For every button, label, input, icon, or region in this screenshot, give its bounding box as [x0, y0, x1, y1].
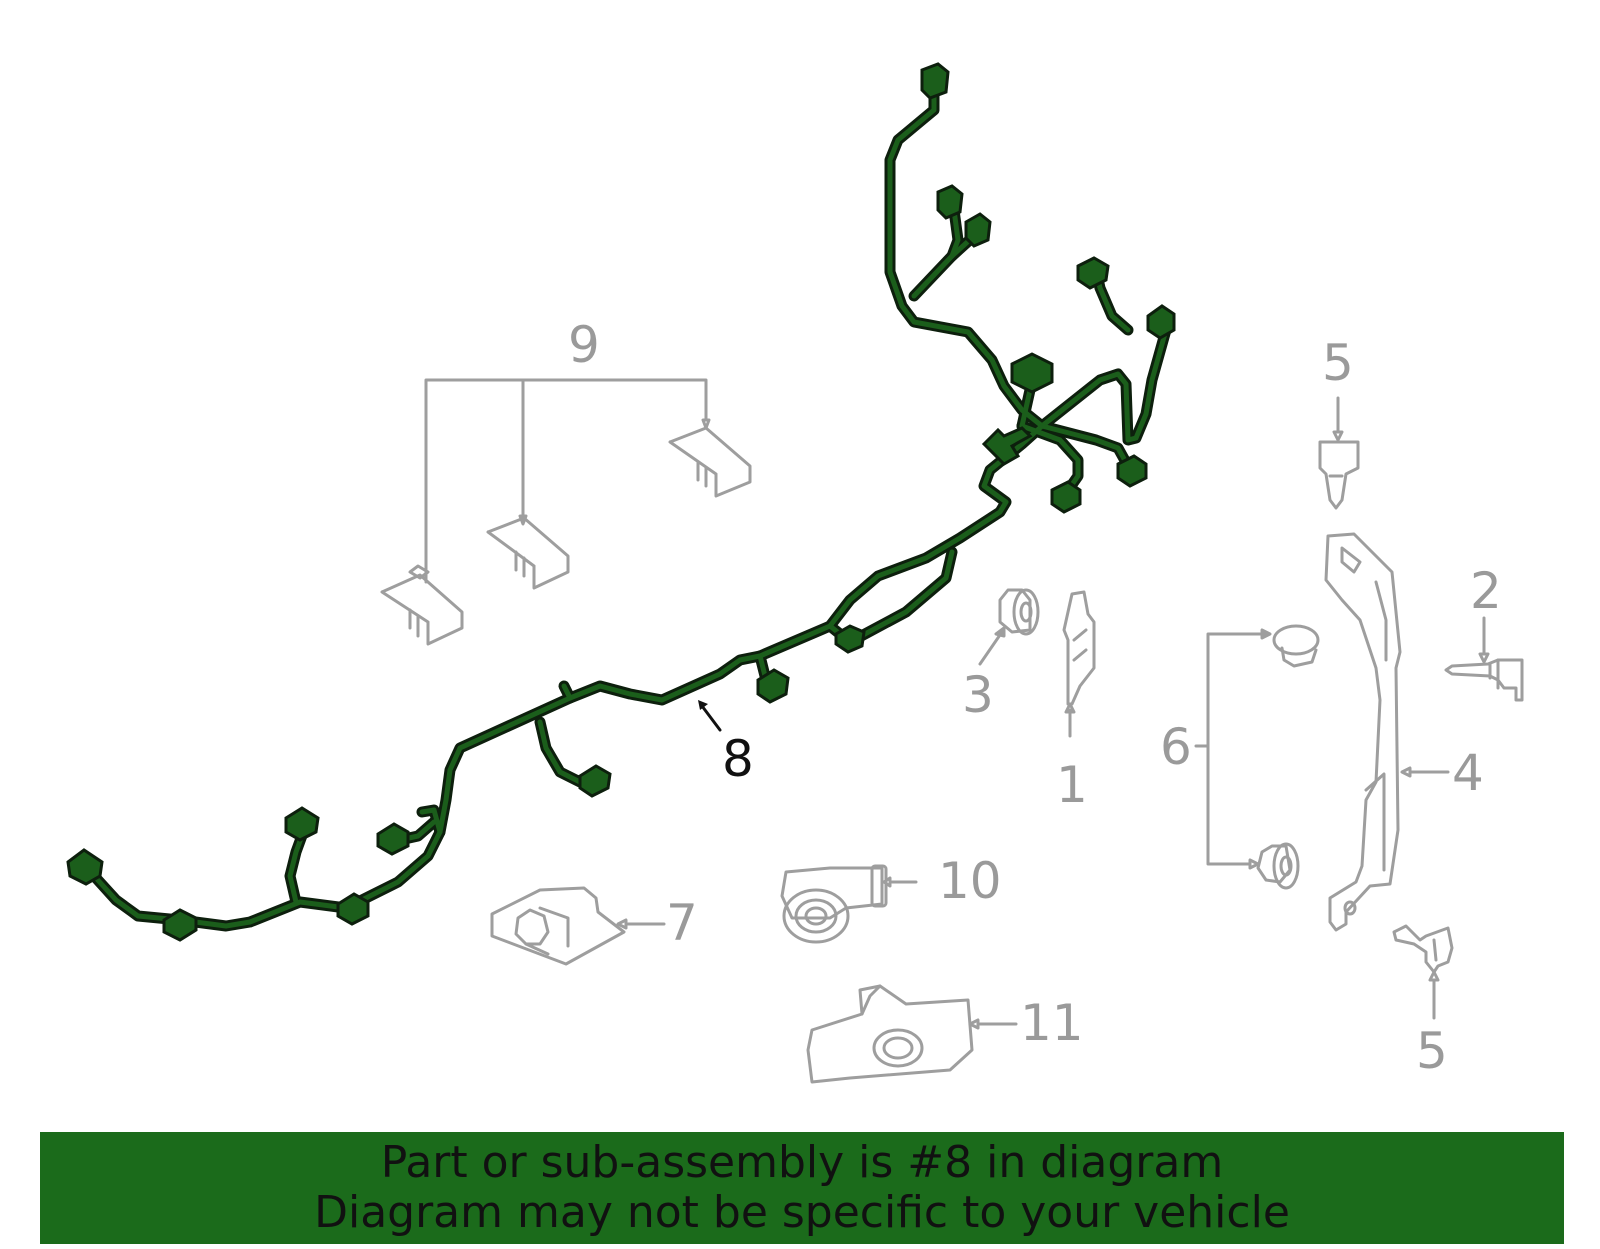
part-4-bracket — [1324, 532, 1450, 932]
callout-7: 7 — [666, 894, 698, 952]
callout-10: 10 — [938, 852, 1002, 910]
part-10-sensor — [780, 864, 918, 944]
callout-9: 9 — [568, 316, 600, 374]
part-5-clip-top — [1318, 396, 1360, 510]
callout-11: 11 — [1020, 994, 1084, 1052]
part-11-bezel — [806, 984, 1018, 1084]
info-banner: Part or sub-assembly is #8 in diagram Di… — [40, 1132, 1564, 1244]
callout-1: 1 — [1056, 756, 1088, 814]
callout-3: 3 — [962, 666, 994, 724]
part-6-nuts — [1194, 624, 1320, 890]
part-3-nut — [978, 588, 1040, 666]
callout-2: 2 — [1470, 562, 1502, 620]
callout-4: 4 — [1452, 744, 1484, 802]
callout-5-top: 5 — [1322, 334, 1354, 392]
banner-line-disclaimer: Diagram may not be specific to your vehi… — [314, 1187, 1290, 1238]
callout-8: 8 — [722, 730, 754, 788]
callout-6: 6 — [1160, 718, 1192, 776]
part-7-module — [490, 886, 666, 966]
part-5-clip-bottom — [1392, 924, 1454, 1020]
callout-5-bottom: 5 — [1416, 1022, 1448, 1080]
part-1-bracket — [1062, 590, 1096, 738]
banner-line-part: Part or sub-assembly is #8 in diagram — [380, 1137, 1224, 1188]
part-2-pin — [1444, 616, 1524, 702]
part-9-clips — [380, 378, 752, 646]
part-8-wiring-harness — [66, 62, 1176, 942]
callout-labels: 9 3 1 8 10 7 11 5 2 6 4 5 — [568, 316, 1502, 1080]
